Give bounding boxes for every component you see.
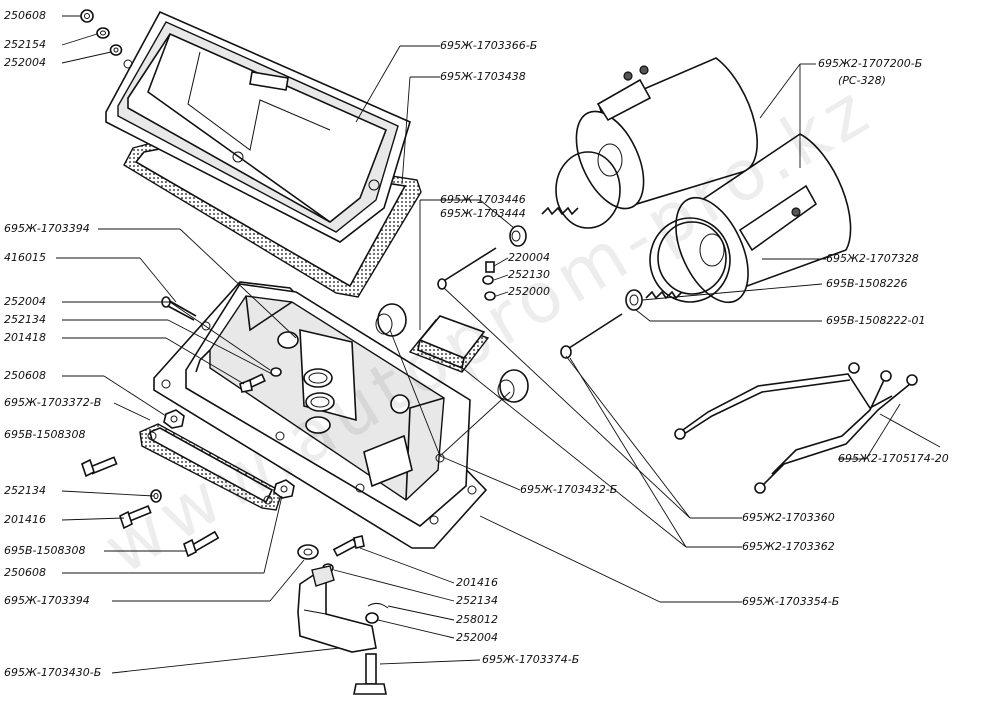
label-1703360: 695Ж2-1703360 xyxy=(742,511,835,524)
pin-258012 xyxy=(367,602,389,609)
label-1703366: 695Ж-1703366-Б xyxy=(440,39,538,52)
bushing-1703432-b xyxy=(497,369,529,403)
bolt-1508308-b xyxy=(183,530,220,558)
label-220004: 220004 xyxy=(508,251,550,264)
bolt-416015 xyxy=(161,296,197,321)
nut-250608-top xyxy=(80,9,94,23)
label-1703354: 695Ж-1703354-Б xyxy=(742,595,840,608)
label-252004-mid: 252004 xyxy=(4,295,46,308)
bracket-1703430 xyxy=(297,565,377,653)
screw-1703374 xyxy=(353,653,387,695)
label-1707328: 695Ж2-1707328 xyxy=(826,252,919,265)
label-252130: 252130 xyxy=(508,268,550,281)
label-201416-b: 201416 xyxy=(456,576,498,589)
label-252004-top: 252004 xyxy=(4,56,46,69)
washer-252130 xyxy=(482,275,494,285)
label-201418: 201418 xyxy=(4,331,46,344)
sleeve-1703446 xyxy=(509,225,527,247)
label-201416-a: 201416 xyxy=(4,513,46,526)
label-1508222: 695В-1508222-01 xyxy=(826,314,926,327)
label-1508226: 695В-1508226 xyxy=(826,277,908,290)
label-252134-c: 252134 xyxy=(456,594,498,607)
label-1703446: 695Ж-1703446 xyxy=(440,193,526,206)
label-1703394-a: 695Ж-1703394 xyxy=(4,222,90,235)
nut-250608-mid xyxy=(163,409,185,429)
label-1703372: 695Ж-1703372-В xyxy=(4,396,102,409)
label-1703362: 695Ж2-1703362 xyxy=(742,540,835,553)
label-250608-bot: 250608 xyxy=(4,566,46,579)
terminal-block-1703444 xyxy=(408,315,490,373)
screw-220004 xyxy=(485,261,495,273)
label-252154: 252154 xyxy=(4,38,46,51)
bolt-201418 xyxy=(239,373,266,393)
label-1707200: 695Ж2-1707200-Б xyxy=(818,57,923,70)
label-250608-mid: 250608 xyxy=(4,369,46,382)
washer-252134-a xyxy=(270,367,282,377)
bushing-1508226 xyxy=(625,289,643,311)
washer-252000 xyxy=(484,291,496,301)
label-250608-top: 250608 xyxy=(4,9,46,22)
bushing-1703432-a xyxy=(375,303,407,337)
leader-lines xyxy=(56,15,941,674)
cable-1705174 xyxy=(674,362,918,494)
nut-250608-bot xyxy=(273,479,295,499)
label-1703438: 695Ж-1703438 xyxy=(440,70,526,83)
bolt-1508308-a xyxy=(81,456,118,478)
spring-rear xyxy=(541,206,579,216)
label-252004-bot: 252004 xyxy=(456,631,498,644)
label-1705174: 695Ж2-1705174-20 xyxy=(838,452,949,465)
housing-1703354 xyxy=(153,281,488,549)
label-1508308-a: 695В-1508308 xyxy=(4,428,86,441)
label-pc328: (РС-328) xyxy=(838,74,886,87)
washer-252004-top xyxy=(109,44,123,56)
label-252134-a: 252134 xyxy=(4,313,46,326)
label-252134-b: 252134 xyxy=(4,484,46,497)
stud-1703360 xyxy=(437,247,497,290)
cover-plate-1703372 xyxy=(139,423,283,511)
label-416015: 416015 xyxy=(4,251,46,264)
washer-1703394-b xyxy=(297,544,319,560)
motor-1707328-front xyxy=(649,133,852,304)
label-1703394-b: 695Ж-1703394 xyxy=(4,594,90,607)
washer-252004-bot xyxy=(365,612,379,624)
washer-252154 xyxy=(96,27,110,39)
label-1703432: 695Ж-1703432-Б xyxy=(520,483,618,496)
label-1508308-b: 695В-1508308 xyxy=(4,544,86,557)
label-1703444: 695Ж-1703444 xyxy=(440,207,526,220)
motor-1707200-rear xyxy=(555,57,758,229)
lid-1703366 xyxy=(105,10,411,243)
bolt-201416-b xyxy=(332,535,365,557)
label-252000: 252000 xyxy=(508,285,550,298)
label-258012: 258012 xyxy=(456,613,498,626)
label-1703374: 695Ж-1703374-Б xyxy=(482,653,580,666)
label-1703430: 695Ж-1703430-Б xyxy=(4,666,102,679)
stud-1703362 xyxy=(560,313,623,359)
bolt-201416-a xyxy=(119,505,152,530)
